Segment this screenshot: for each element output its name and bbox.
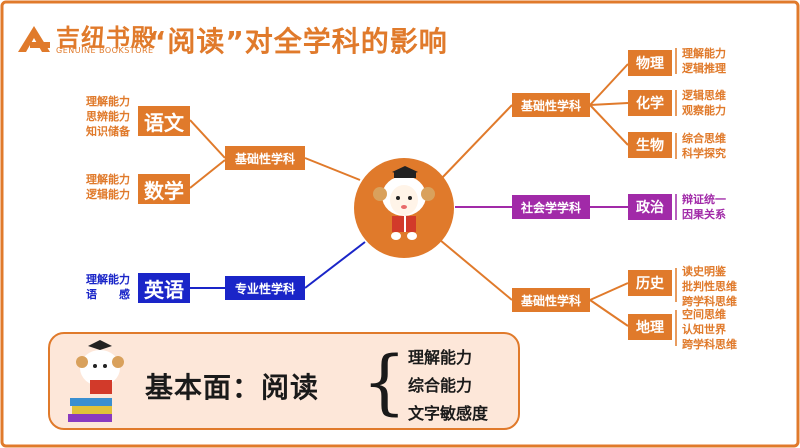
summary-item: 文字敏感度: [408, 404, 489, 423]
skill-label: 逻辑能力: [86, 188, 130, 201]
logo-name: 吉纽书殿: [56, 24, 156, 52]
skill-label: 观察能力: [682, 104, 726, 117]
subject-wuli[interactable]: 物理: [628, 50, 672, 76]
connector-left-pro: [304, 241, 366, 289]
sheep-mascot-icon: [373, 166, 435, 240]
category-right-basic-bottom[interactable]: 基础性学科: [512, 288, 590, 312]
skill-label: 科学探究: [682, 147, 726, 160]
subject-dili[interactable]: 地理: [628, 314, 672, 340]
skill-label: 思辨能力: [86, 110, 130, 123]
shuxue-skills: 理解能力 逻辑能力: [66, 172, 130, 202]
skill-label: 因果关系: [682, 208, 726, 221]
category-left-basic[interactable]: 基础性学科: [225, 146, 305, 170]
category-left-pro[interactable]: 专业性学科: [225, 276, 305, 300]
shengwu-skills: 综合思维 科学探究: [682, 131, 726, 161]
dili-skills: 空间思维 认知世界 跨学科思维: [682, 307, 737, 352]
brace-icon: {: [362, 341, 407, 423]
lishi-skills: 读史明鉴 批判性思维 跨学科思维: [682, 264, 737, 309]
subject-huaxue[interactable]: 化学: [628, 90, 672, 116]
summary-item: 综合能力: [408, 376, 473, 395]
skill-label: 辩证统一: [682, 193, 726, 206]
summary-main: 基本面：阅读: [145, 371, 320, 404]
skill-label: 综合思维: [682, 132, 726, 145]
subject-lishi[interactable]: 历史: [628, 270, 672, 296]
connector-shuxue: [189, 159, 226, 189]
skill-label: 读史明鉴: [682, 265, 726, 278]
skill-label: 理解能力: [682, 47, 726, 60]
huaxue-skills: 逻辑思维 观察能力: [682, 88, 726, 118]
yuwen-skills: 理解能力 思辨能力 知识储备: [66, 94, 130, 139]
skill-label: 跨学科思维: [682, 338, 737, 351]
logo-icon: [18, 26, 50, 52]
connector-shengwu: [589, 104, 629, 146]
skill-label: 知识储备: [86, 125, 130, 138]
connector-right-basic-top: [439, 104, 513, 181]
skill-label: 认知世界: [682, 323, 726, 336]
page-title: “阅读”对全学科的影响: [148, 25, 448, 58]
subject-shengwu[interactable]: 生物: [628, 132, 672, 158]
skill-label: 理解能力: [86, 173, 130, 186]
skill-label: 逻辑推理: [682, 62, 726, 75]
logo-subtitle: GENUINE BOOKSTORE: [56, 46, 154, 55]
zhengzhi-skills: 辩证统一 因果关系: [682, 192, 726, 222]
connector-lishi: [589, 282, 629, 301]
skill-label: 语 感: [86, 288, 130, 301]
subject-yuwen[interactable]: 语文: [138, 106, 190, 136]
skill-label: 批判性思维: [682, 280, 737, 293]
skill-label: 逻辑思维: [682, 89, 726, 102]
subject-yingyu[interactable]: 英语: [138, 273, 190, 303]
connector-dili: [589, 299, 629, 327]
summary-panel: [48, 332, 520, 430]
subject-zhengzhi[interactable]: 政治: [628, 194, 672, 220]
summary-item: 理解能力: [408, 348, 473, 367]
yingyu-skills: 理解能力 语 感: [66, 272, 130, 302]
subject-shuxue[interactable]: 数学: [138, 174, 190, 204]
category-right-social[interactable]: 社会学学科: [512, 195, 590, 219]
connector-left-basic: [304, 157, 361, 181]
sheep-reading-icon: [68, 340, 124, 422]
skill-label: 跨学科思维: [682, 295, 737, 308]
category-right-basic-top[interactable]: 基础性学科: [512, 93, 590, 117]
connector-right-basic-bottom: [439, 239, 513, 301]
connector-wuli: [589, 63, 629, 106]
skill-label: 理解能力: [86, 273, 130, 286]
skill-label: 空间思维: [682, 308, 726, 321]
connector-yuwen: [189, 119, 226, 159]
skill-label: 理解能力: [86, 95, 130, 108]
wuli-skills: 理解能力 逻辑推理: [682, 46, 726, 76]
connector-huaxue: [589, 102, 629, 106]
